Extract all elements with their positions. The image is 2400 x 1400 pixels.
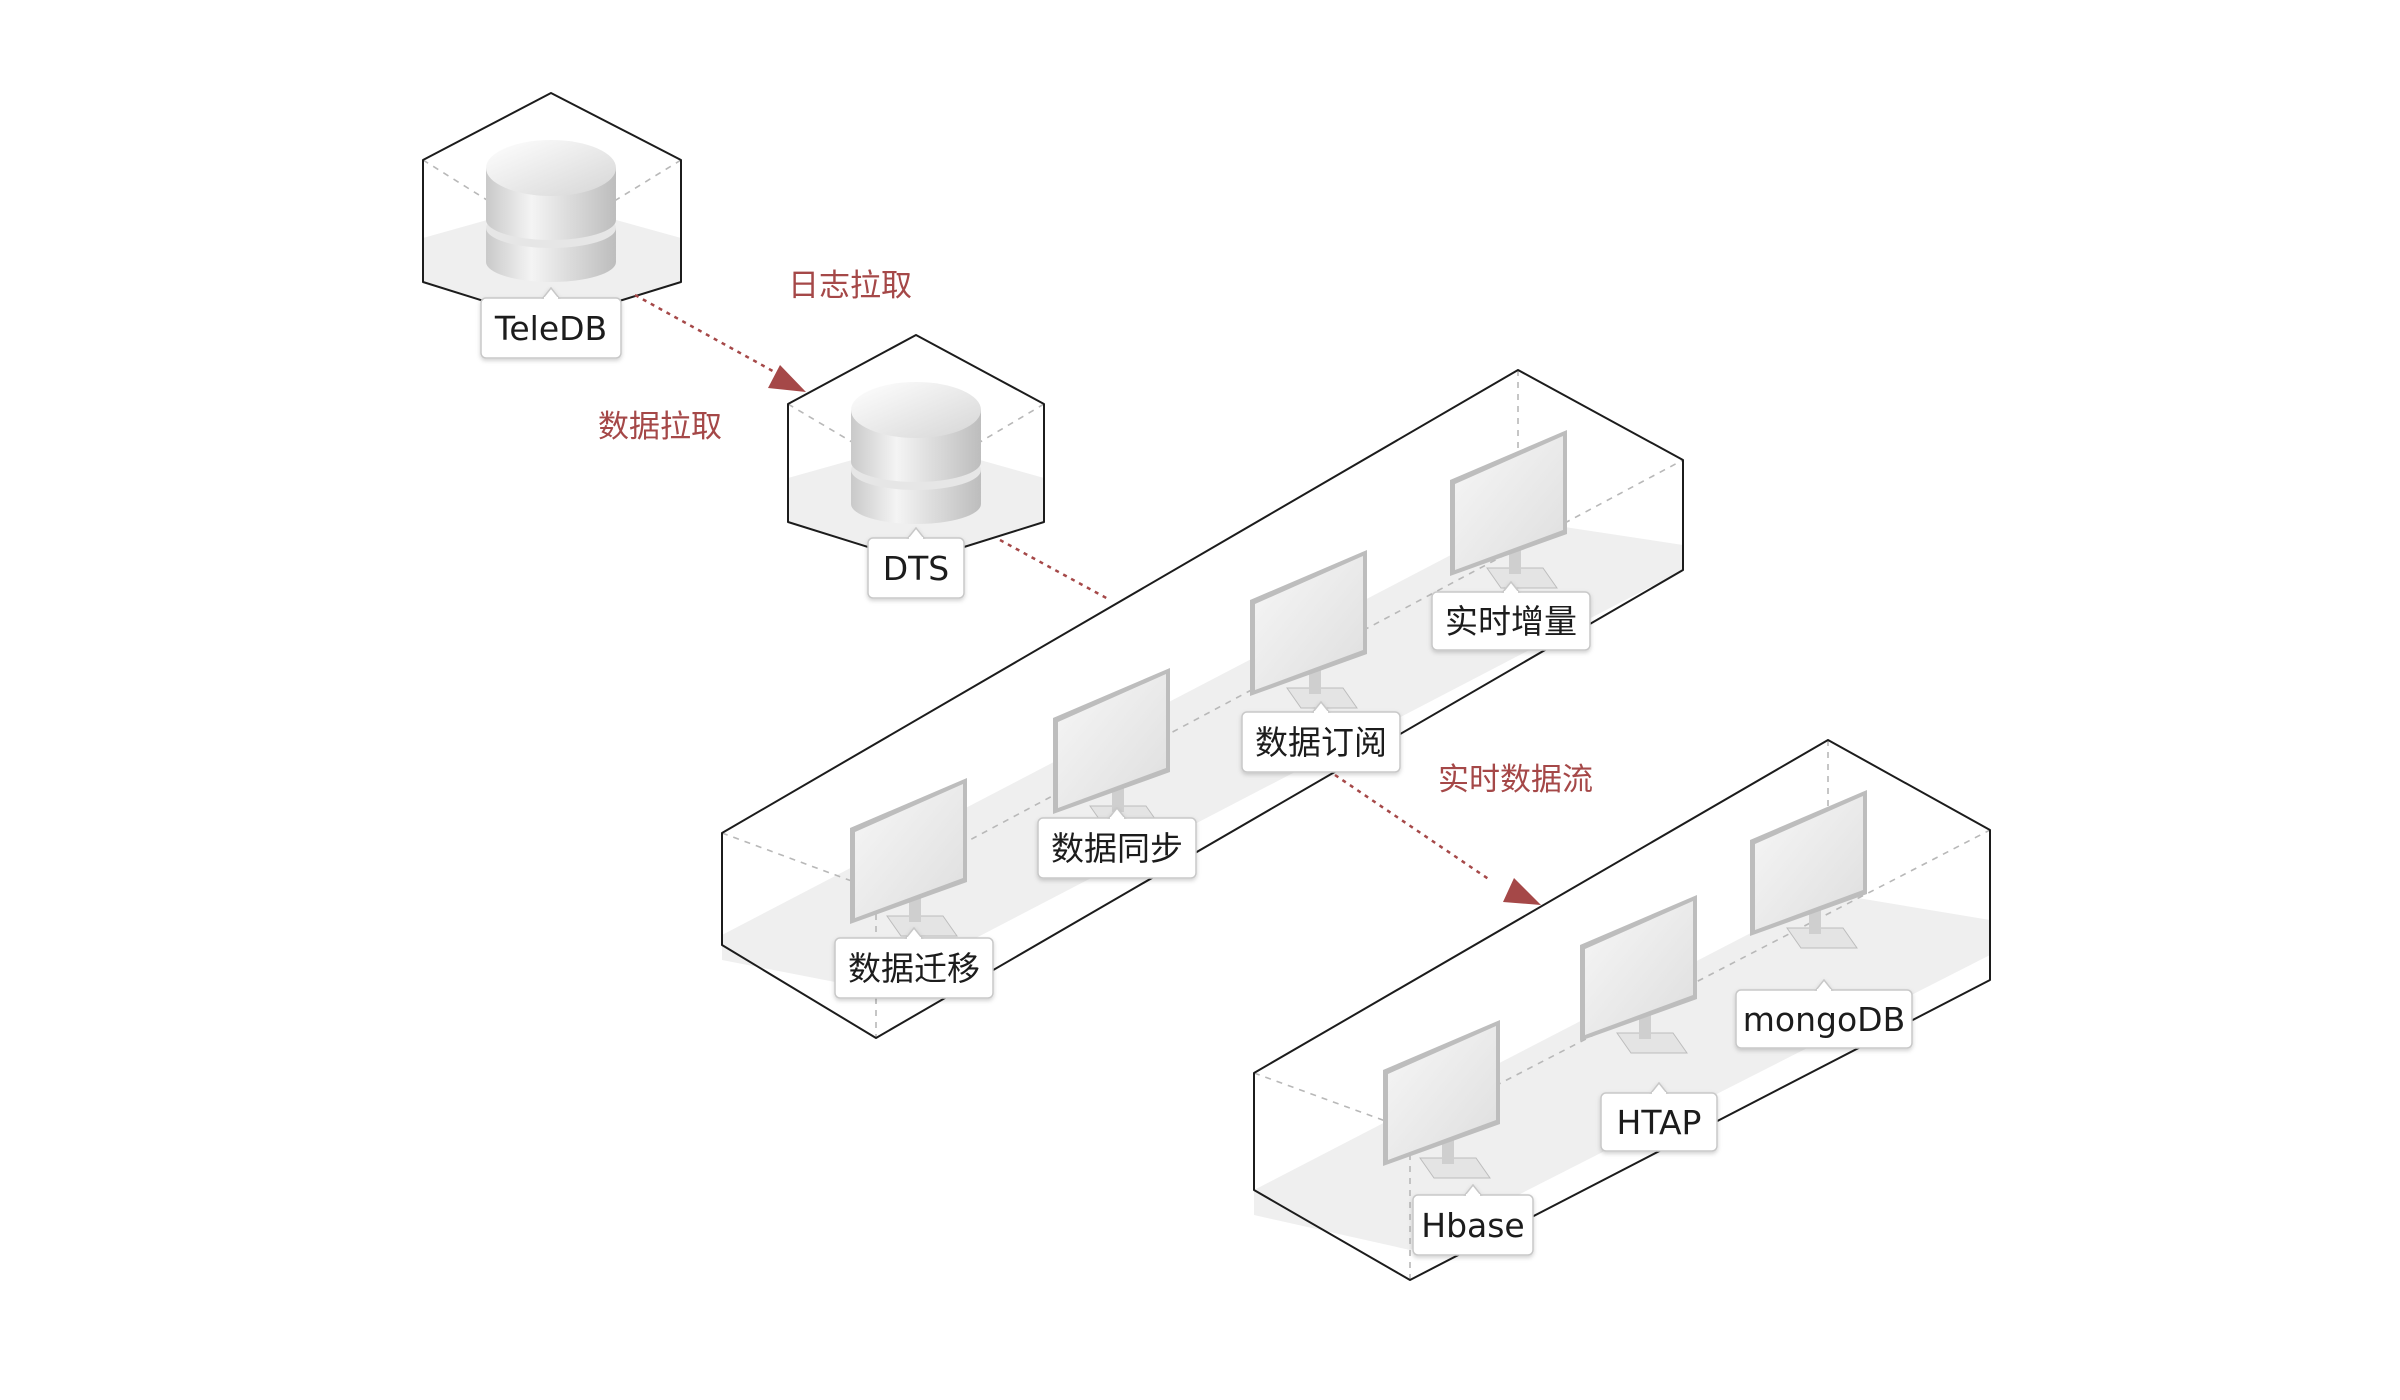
realtime-increment-label: 实时增量 [1431,580,1591,651]
svg-text:数据同步: 数据同步 [1051,829,1183,868]
monitor-icon [1450,430,1567,589]
svg-text:HTAP: HTAP [1617,1103,1702,1142]
htap-label: HTAP [1600,1081,1718,1152]
database-icon [486,140,616,282]
dts-label: DTS [867,526,965,599]
monitor-icon [1750,790,1867,949]
svg-text:TeleDB: TeleDB [494,309,607,348]
monitor-icon [850,778,967,937]
svg-text:DTS: DTS [883,549,950,588]
monitor-icon [1580,895,1697,1054]
data-sync-label: 数据同步 [1037,806,1197,879]
svg-text:Hbase: Hbase [1421,1206,1524,1245]
realtime-stream-label: 实时数据流 [1438,762,1593,798]
hbase-label: Hbase [1412,1183,1534,1256]
svg-text:数据迁移: 数据迁移 [848,949,980,988]
svg-text:mongoDB: mongoDB [1743,1000,1905,1039]
monitor-icon [1250,550,1367,709]
dts-to-services-line [999,538,1111,602]
svg-text:数据订阅: 数据订阅 [1255,723,1387,762]
teledb-label: TeleDB [480,286,622,359]
realtime-stream-arrow [1334,773,1541,905]
monitor-icon [1383,1020,1500,1179]
svg-text:实时增量: 实时增量 [1445,602,1577,641]
data-pull-label: 数据拉取 [598,409,722,445]
mongodb-label: mongoDB [1735,978,1913,1049]
database-icon [851,382,981,524]
data-subscription-label: 数据订阅 [1241,700,1401,773]
log-pull-label: 日志拉取 [788,268,912,304]
data-migration-label: 数据迁移 [834,926,994,999]
log-pull-arrow [634,293,806,392]
